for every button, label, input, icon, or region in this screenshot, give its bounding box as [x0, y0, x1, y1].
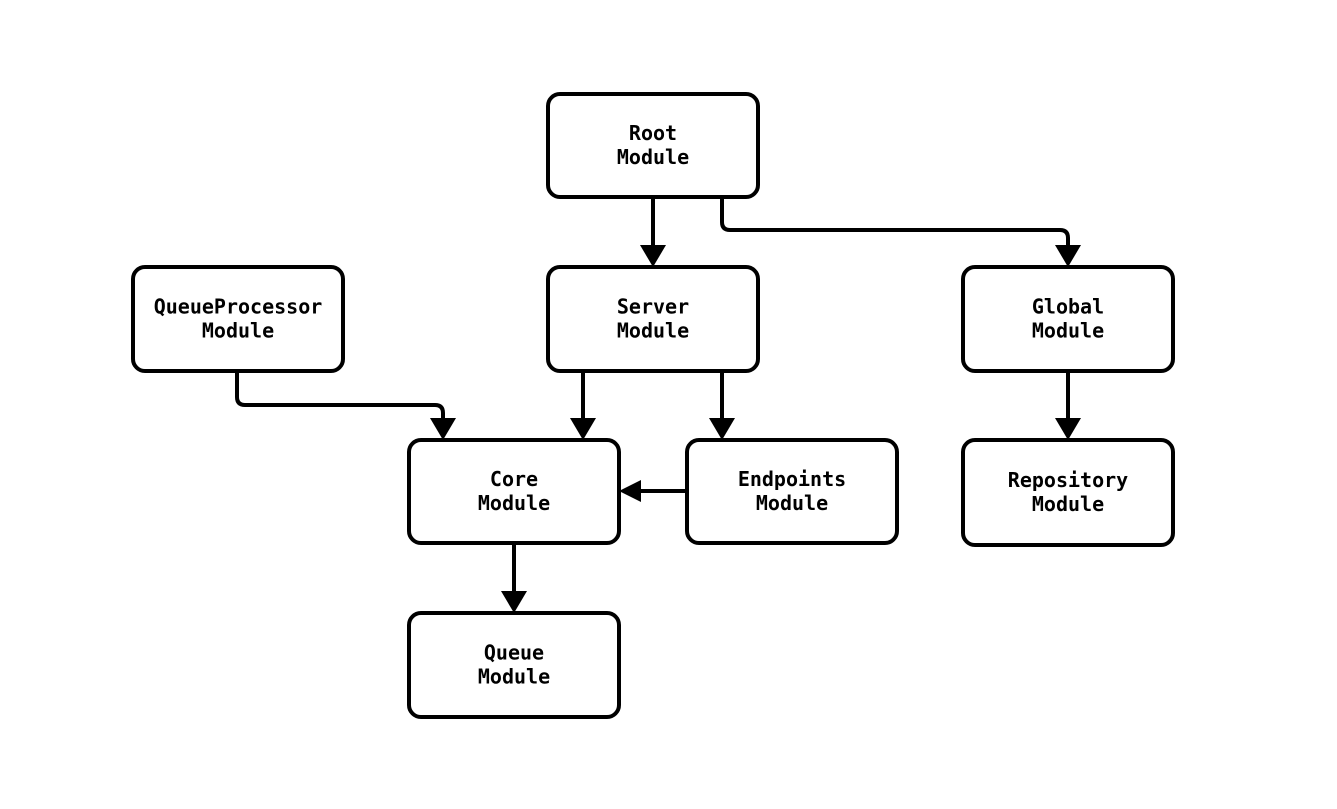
- edge-line: [235, 371, 445, 420]
- node-label-line1: Server: [617, 295, 689, 319]
- node-label-line2: Module: [617, 319, 689, 343]
- node-label-line2: Module: [478, 491, 550, 515]
- edge-endpoints-to-core: [619, 480, 687, 502]
- edge-root-to-server: [640, 197, 666, 267]
- node-label-line2: Module: [202, 319, 274, 343]
- edge-queueprocessor-to-core: [235, 371, 456, 440]
- node-label-line1: Repository: [1008, 468, 1128, 492]
- arrow-head-icon: [1055, 245, 1081, 267]
- node-label-line1: Global: [1032, 295, 1104, 319]
- edge-core-to-queue: [501, 543, 527, 613]
- node-label-line1: Endpoints: [738, 467, 846, 491]
- node-box[interactable]: [546, 265, 760, 373]
- edge-server-to-core: [570, 371, 596, 440]
- edge-root-to-global: [720, 197, 1081, 267]
- node-label-line2: Module: [617, 145, 689, 169]
- edge-global-to-repository: [1055, 371, 1081, 440]
- node-label-line1: QueueProcessor: [154, 295, 323, 319]
- arrow-head-icon: [619, 480, 641, 502]
- node-label-line1: Queue: [484, 641, 544, 665]
- node-label-line2: Module: [756, 491, 828, 515]
- node-box[interactable]: [961, 438, 1175, 547]
- edge-line: [720, 197, 1070, 247]
- node-box[interactable]: [961, 265, 1175, 373]
- node-box[interactable]: [685, 438, 899, 545]
- node-label-line2: Module: [478, 665, 550, 689]
- arrow-head-icon: [430, 418, 456, 440]
- node-box[interactable]: [407, 438, 621, 545]
- arrow-head-icon: [640, 245, 666, 267]
- node-box[interactable]: [407, 611, 621, 719]
- nodes-layer: RootModuleQueueProcessorModuleServerModu…: [131, 92, 1175, 719]
- arrow-head-icon: [501, 591, 527, 613]
- node-box[interactable]: [546, 92, 760, 199]
- edges-layer: [235, 197, 1081, 613]
- arrow-head-icon: [570, 418, 596, 440]
- node-label-line1: Root: [629, 121, 677, 145]
- arrow-head-icon: [709, 418, 735, 440]
- node-label-line2: Module: [1032, 492, 1104, 516]
- node-label-line1: Core: [490, 467, 538, 491]
- node-box[interactable]: [131, 265, 345, 373]
- arrow-head-icon: [1055, 418, 1081, 440]
- node-label-line2: Module: [1032, 319, 1104, 343]
- edge-server-to-endpoints: [709, 371, 735, 440]
